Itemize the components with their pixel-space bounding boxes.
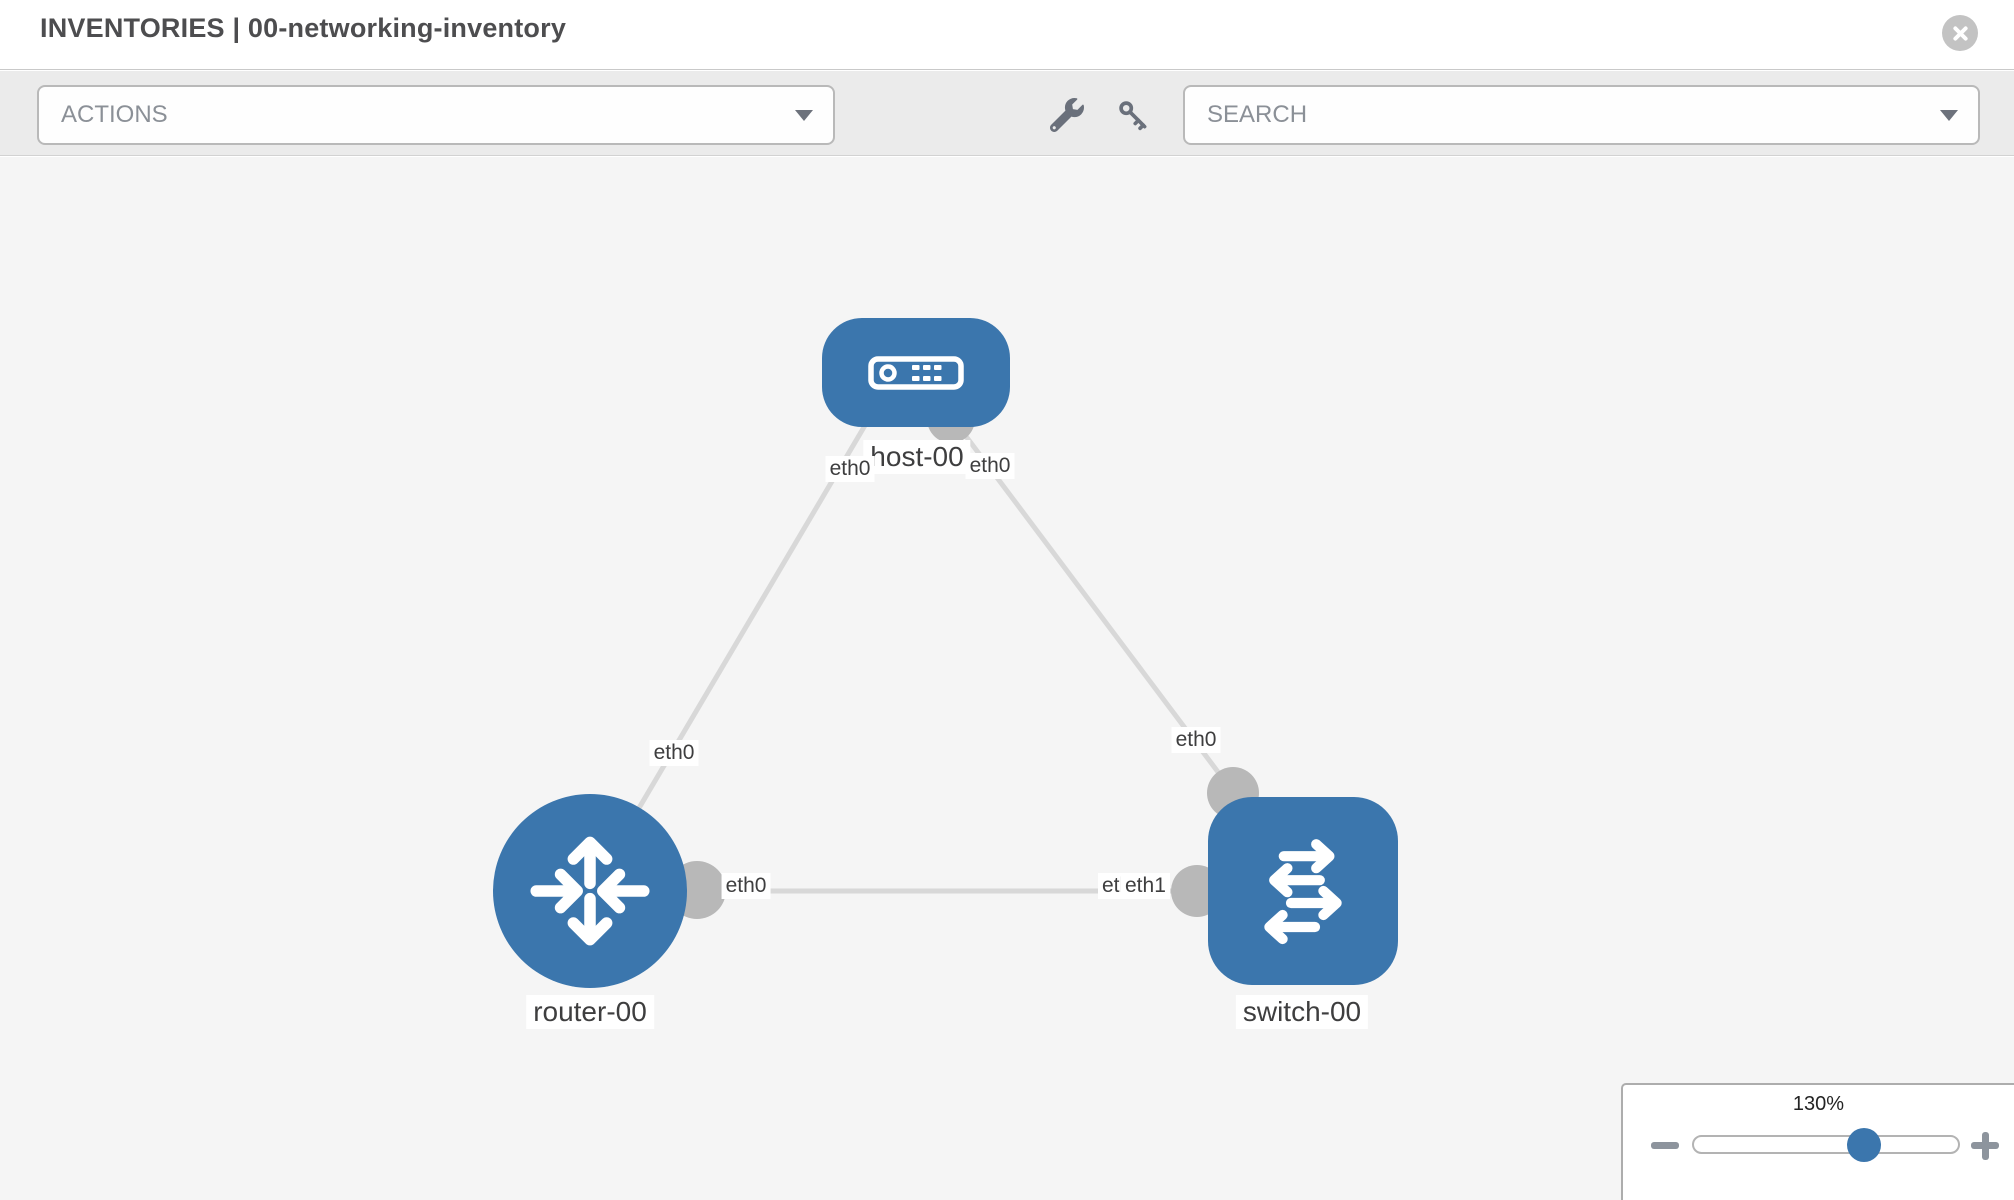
chevron-down-icon <box>795 110 813 121</box>
switch-icon <box>1264 839 1342 945</box>
interface-label-router-port: eth0 <box>721 873 771 899</box>
node-label-host: host-00 <box>863 440 971 474</box>
node-router[interactable] <box>493 794 687 988</box>
minus-icon <box>1651 1142 1679 1149</box>
page-title: INVENTORIES | 00-networking-inventory <box>40 13 567 43</box>
actions-dropdown[interactable]: ACTIONS <box>37 85 835 145</box>
router-icon <box>530 836 650 946</box>
links-layer <box>587 395 1259 919</box>
toolbar: ACTIONS SEARCH <box>0 71 2014 156</box>
close-icon <box>1952 25 1968 41</box>
key-icon <box>1119 101 1147 131</box>
plus-icon-vertical <box>1981 1131 1989 1160</box>
node-label-switch: switch-00 <box>1235 995 1369 1029</box>
close-button[interactable] <box>1942 15 1978 51</box>
interface-label-host-router-link: eth0 <box>649 740 699 766</box>
interface-label-host-right: eth0 <box>965 453 1015 479</box>
host-icon <box>868 355 964 390</box>
zoom-control-panel: 130% <box>1621 1083 2014 1200</box>
interface-label-host-left: eth0 <box>825 456 875 482</box>
zoom-level-value: 130% <box>1792 1093 1845 1115</box>
key-button[interactable] <box>1116 98 1150 132</box>
node-switch[interactable] <box>1208 797 1398 985</box>
interface-label-host-switch-link: eth0 <box>1171 727 1221 753</box>
chevron-down-icon <box>1940 110 1958 121</box>
interface-label-switch-port: eth1 <box>1121 873 1170 899</box>
topology-canvas[interactable]: host-00 router-00 switch-00 eth0 eth0 et… <box>0 157 2014 1200</box>
header: INVENTORIES | 00-networking-inventory <box>0 0 2014 70</box>
wrench-icon <box>1049 98 1084 133</box>
zoom-out-button[interactable] <box>1647 1129 1683 1161</box>
zoom-slider-thumb[interactable] <box>1847 1128 1881 1162</box>
actions-dropdown-label: ACTIONS <box>61 101 168 128</box>
zoom-in-button[interactable] <box>1967 1129 2003 1161</box>
search-dropdown[interactable]: SEARCH <box>1183 85 1980 145</box>
wrench-button[interactable] <box>1049 98 1084 133</box>
zoom-slider-track[interactable] <box>1692 1135 1960 1154</box>
search-dropdown-label: SEARCH <box>1207 101 1308 128</box>
node-label-router: router-00 <box>526 995 654 1029</box>
node-host[interactable] <box>822 318 1010 427</box>
